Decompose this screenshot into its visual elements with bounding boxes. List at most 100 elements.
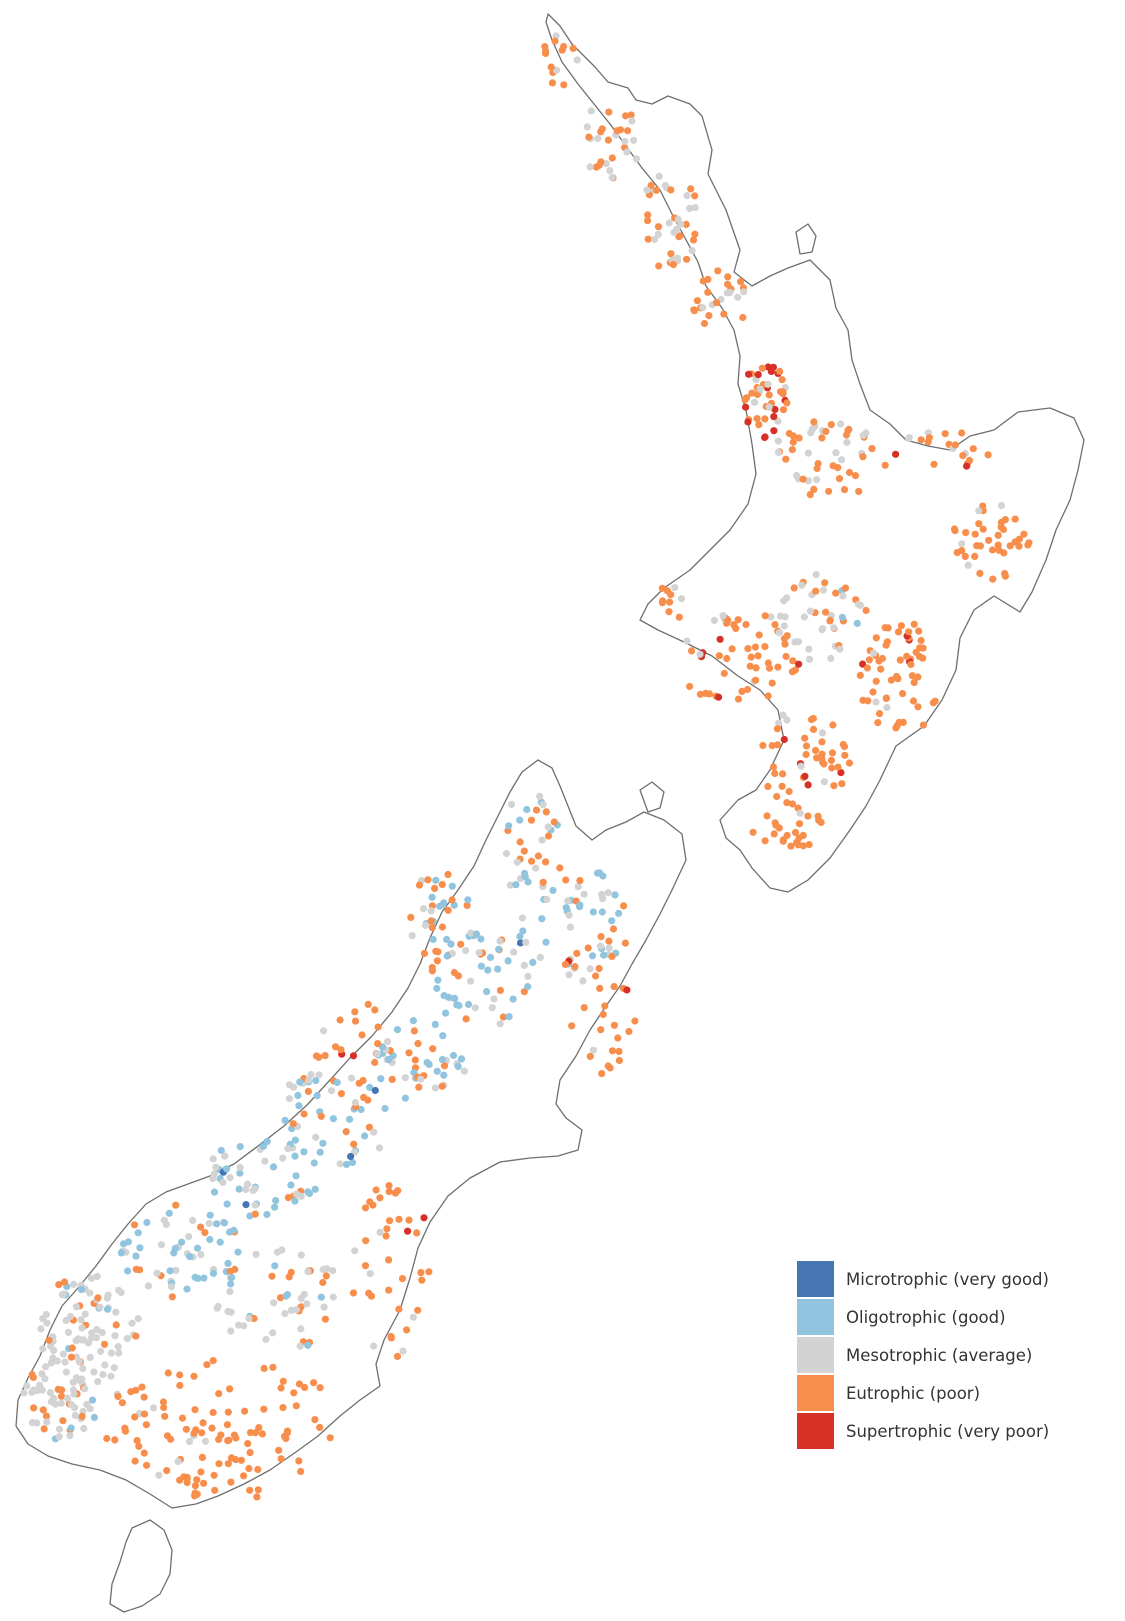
lake-dot-82 [674,215,682,224]
lake-dot-1259 [321,1052,329,1060]
lake-dot-636 [434,976,442,984]
lake-dot-1071 [70,1390,78,1398]
lake-dot-283 [819,586,828,594]
lake-dot-813 [295,1102,303,1110]
lake-dot-318 [755,631,763,639]
lake-dot-511 [527,816,536,824]
lake-dot-1235 [387,1332,395,1341]
lake-dot-198 [837,420,845,428]
lake-dot-168 [804,449,812,457]
lake-dot-595 [464,1000,473,1009]
lake-dot-983 [107,1349,115,1357]
lake-dot-1236 [403,1326,411,1334]
lake-dot-887 [193,1244,202,1252]
lake-dot-139 [765,403,773,411]
lake-dot-643 [510,948,518,956]
lake-dot-407 [892,672,901,681]
lake-dot-885 [178,1238,186,1246]
lake-dot-257 [1011,538,1019,546]
lake-dot-252 [950,525,959,533]
lake-dot-443 [775,719,783,727]
lake-dot-587 [512,881,520,889]
lake-dot-291 [794,638,803,646]
lake-dot-772 [312,1077,320,1085]
lake-dot-99 [690,306,698,314]
lake-dot-864 [236,1163,244,1172]
lake-dot-147 [770,427,778,435]
lake-dot-1003 [39,1315,47,1323]
lake-dot-547 [574,883,582,891]
lake-dot-299 [783,594,791,602]
lake-dot-733 [388,1075,396,1083]
lake-dot-1241 [365,1289,373,1297]
lake-dot-990 [68,1344,76,1352]
lake-dot-108 [740,288,748,296]
lake-dot-340 [764,659,772,667]
lake-dot-857 [297,1192,305,1200]
lake-dot-954 [60,1290,68,1298]
lake-dot-1069 [39,1406,47,1414]
lake-dot-1283 [174,1457,182,1465]
lake-dot-309 [683,637,691,645]
lake-dot-621 [509,995,517,1003]
lake-dot-834 [217,1146,225,1154]
lake-dot-132 [742,403,750,411]
lake-dot-548 [588,952,597,960]
lake-dot-818 [289,1120,297,1128]
lake-dot-222 [925,434,934,442]
lake-dot-791 [291,1136,299,1144]
lake-dot-469 [764,782,772,791]
lake-dot-1282 [190,1429,198,1437]
lake-dot-489 [799,831,807,840]
lake-dot-447 [802,742,811,750]
lake-dot-1096 [317,1293,325,1301]
lake-dot-1243 [370,1342,378,1350]
lake-dot-589 [604,889,612,897]
lake-dot-1192 [269,1363,277,1371]
lake-dot-743 [457,1055,466,1063]
lake-dot-529 [534,852,543,860]
lake-dot-924 [216,1238,224,1246]
legend-swatch-eutrophic [797,1375,834,1411]
lake-dot-460 [820,778,829,786]
lake-dot-1237 [372,1186,380,1194]
lake-dot-508 [658,599,667,607]
lake-dot-13 [542,47,550,55]
lake-dot-25 [606,167,614,175]
lake-dot-905 [172,1266,180,1274]
lake-dot-196 [835,475,844,483]
lake-dot-676 [444,906,452,914]
lake-dot-1064 [40,1425,48,1433]
lake-dot-408 [916,644,924,652]
lake-dot-219 [963,462,971,470]
lake-dot-1130 [301,1383,309,1392]
lake-dot-49 [691,204,699,212]
lake-dot-377 [872,677,880,685]
lake-dot-93 [734,293,742,301]
lake-dot-1274 [253,1493,261,1501]
lake-dot-992 [60,1278,69,1286]
lake-dot-707 [610,983,618,991]
lake-dot-820 [226,1174,234,1182]
lake-dot-200 [813,476,821,484]
lake-dot-843 [269,1163,278,1171]
lake-dot-570 [556,864,564,872]
land-masses [15,13,1085,1613]
lake-dot-1216 [414,1306,422,1314]
lake-dot-812 [329,1115,337,1123]
lake-dot-307 [827,654,835,663]
lake-dot-1053 [23,1382,31,1390]
lake-dot-2 [548,79,557,87]
lake-dot-145 [783,399,791,407]
lake-dot-1271 [227,1478,235,1486]
lake-dot-1231 [385,1182,393,1190]
lake-dot-814 [296,1078,304,1086]
lake-dot-1229 [351,1247,359,1255]
lake-dot-891 [136,1244,144,1252]
lake-dot-907 [206,1211,214,1219]
lake-dot-161 [788,446,797,454]
lake-dot-1045 [20,1389,28,1397]
lake-dot-868 [261,1157,269,1165]
lake-dot-535 [536,953,544,962]
lake-dot-664 [427,917,435,925]
